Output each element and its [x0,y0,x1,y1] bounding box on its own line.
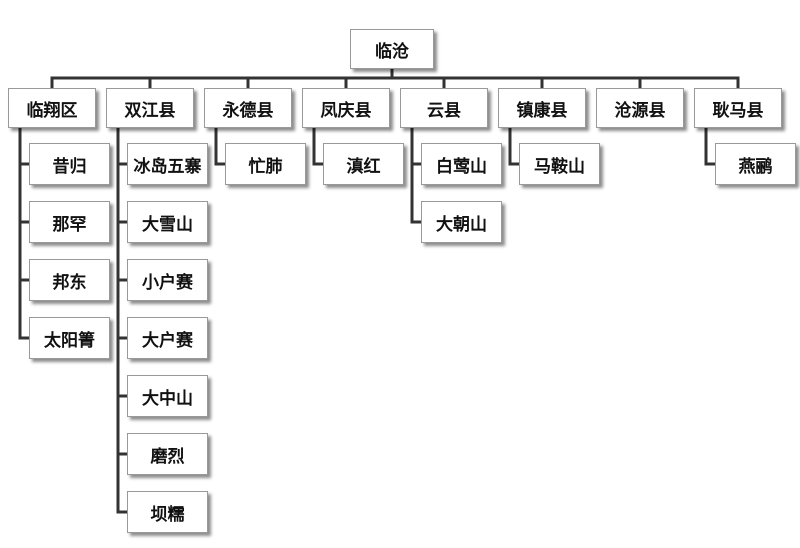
tea-area-node: 白莺山 [421,143,502,185]
county-node: 镇康县 [498,88,586,128]
tea-area-node: 那罕 [29,201,110,243]
tea-area-node: 大户赛 [127,317,208,359]
county-node: 双江县 [106,88,194,128]
tea-area-node: 昔归 [29,143,110,185]
county-node: 永德县 [204,88,292,128]
tea-area-node: 大朝山 [421,201,502,243]
root-node: 临沧 [350,29,434,69]
tea-area-node: 大中山 [127,375,208,417]
county-node: 临翔区 [8,88,96,128]
tea-area-node: 燕鹂 [715,143,796,185]
tea-area-node: 马鞍山 [519,143,600,185]
tea-area-node: 冰岛五寨 [127,143,208,185]
county-node: 凤庆县 [302,88,390,128]
county-node: 云县 [400,88,488,128]
tea-area-node: 大雪山 [127,201,208,243]
county-node: 沧源县 [596,88,684,128]
tea-area-node: 小户赛 [127,259,208,301]
tea-area-node: 坝糯 [127,491,208,533]
tea-area-node: 磨烈 [127,433,208,475]
county-node: 耿马县 [694,88,782,128]
tea-area-node: 太阳箐 [29,317,110,359]
tea-area-node: 滇红 [323,143,404,185]
tea-area-node: 邦东 [29,259,110,301]
tea-area-node: 忙肺 [225,143,306,185]
